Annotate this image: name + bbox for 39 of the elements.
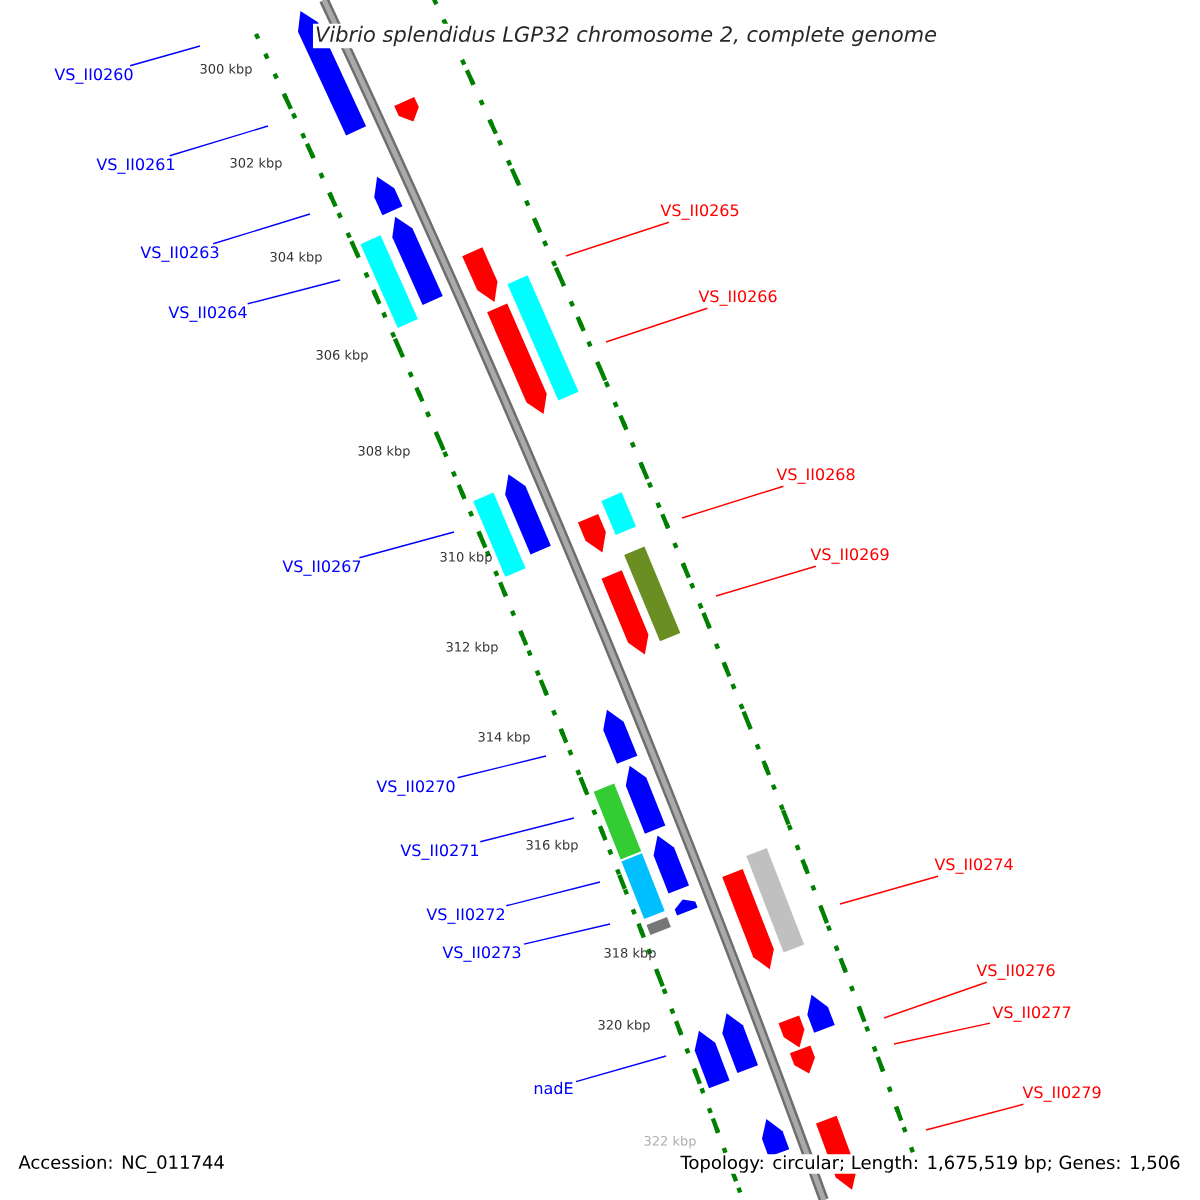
- gene-label: VS_II0269: [810, 548, 889, 564]
- gene-label: VS_II0261: [96, 158, 175, 174]
- leader-line: [505, 881, 601, 907]
- gene-label: VS_II0271: [400, 844, 479, 860]
- gene-label: VS_II0274: [934, 858, 1013, 874]
- leader-line: [893, 1022, 991, 1045]
- leader-line: [523, 923, 611, 945]
- leader-line: [169, 125, 269, 157]
- gene-label: VS_II0270: [376, 780, 455, 796]
- leader-line: [925, 1103, 1025, 1131]
- leader-line: [456, 755, 547, 779]
- gene-label: VS_II0264: [168, 306, 247, 322]
- leader-line: [246, 279, 341, 305]
- leader-line: [575, 1055, 667, 1083]
- leader-line: [479, 817, 575, 843]
- gene-label: nadE: [534, 1081, 573, 1095]
- gene-label: VS_II0279: [1022, 1086, 1101, 1102]
- title: Vibrio splendidus LGP32 chromosome 2, complete genome: [312, 23, 940, 49]
- leader-line: [715, 565, 817, 597]
- gene-label: VS_II0267: [282, 560, 361, 576]
- gene-label: VS_II0272: [426, 908, 504, 924]
- leader-line: [129, 45, 201, 67]
- gene-label: VS_II0260: [54, 68, 133, 84]
- gene-label: VS_II0268: [776, 468, 855, 484]
- footer-text: Accession: NC_011744: [18, 1155, 224, 1173]
- leader-line: [212, 213, 311, 245]
- leader-line: [358, 531, 455, 559]
- leader-line: [839, 875, 939, 905]
- leader-line: [565, 221, 670, 257]
- gene-label: VS_II0273: [442, 946, 521, 962]
- leader-line: [883, 981, 988, 1019]
- footer-text: Topology: circular; Length: 1,675,519 bp; Genes: 1,506: [679, 1154, 1182, 1174]
- leader-line: [681, 485, 785, 519]
- gene-label: VS_II0263: [140, 246, 219, 262]
- gene-label: VS_II0277: [992, 1006, 1071, 1022]
- leader-line: [605, 307, 709, 343]
- gene-label: VS_II0276: [976, 964, 1055, 980]
- gene-label: VS_II0265: [660, 204, 739, 220]
- gene-label: VS_II0266: [698, 290, 777, 306]
